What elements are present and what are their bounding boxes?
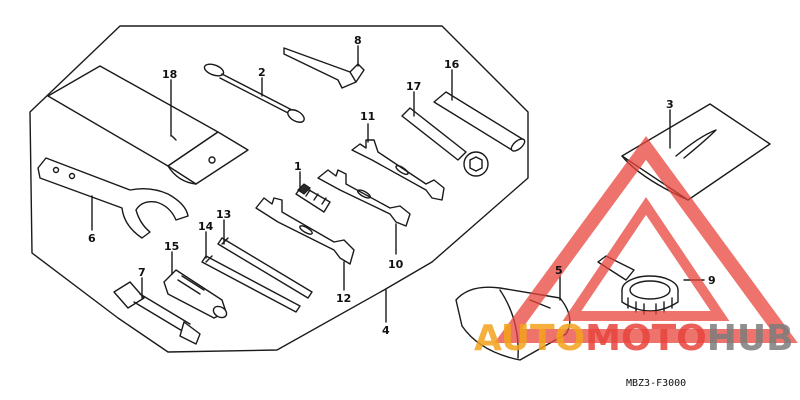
callout-1: 1 <box>294 160 302 173</box>
callout-13: 13 <box>216 208 231 221</box>
hex-key <box>283 47 365 89</box>
tire-gauge <box>597 255 679 315</box>
watermark-part-moto: MOTO <box>585 318 707 359</box>
extension-bar <box>113 281 201 345</box>
callout-15: 15 <box>164 240 179 253</box>
watermark-part-hub: HUB <box>707 318 794 359</box>
watermark-triangle <box>494 136 798 343</box>
callout-17: 17 <box>406 80 421 93</box>
screwdriver-handle <box>163 269 228 319</box>
callout-16: 16 <box>444 58 460 71</box>
tool-bar <box>203 63 305 123</box>
open-wrench-11 <box>351 139 445 201</box>
pin-spanner <box>37 157 189 239</box>
callout-7: 7 <box>138 266 146 279</box>
tool-pouch <box>47 65 249 185</box>
callout-12: 12 <box>336 292 351 305</box>
callout-18: 18 <box>162 68 177 81</box>
watermark-part-auto: AUTO <box>474 318 585 359</box>
callout-2: 2 <box>258 66 266 79</box>
tool-bag-outline <box>29 25 529 353</box>
box-wrench <box>401 107 489 177</box>
open-wrench-10 <box>317 169 411 227</box>
screwdriver-shaft-14 <box>201 255 301 313</box>
callout-14: 14 <box>198 220 214 233</box>
callout-6: 6 <box>88 232 96 245</box>
tool-rod <box>433 91 526 152</box>
callout-3: 3 <box>666 98 674 111</box>
wrench-bit <box>295 183 331 213</box>
callout-9: 9 <box>708 274 716 287</box>
callout-10: 10 <box>388 258 404 271</box>
screwdriver-shaft-13 <box>217 237 313 299</box>
open-wrench-12 <box>255 197 355 265</box>
diagram-code: MBZ3-F3000 <box>626 378 686 389</box>
callout-5: 5 <box>555 264 563 277</box>
callout-11: 11 <box>360 110 375 123</box>
watermark-text: AUTOMOTOHUB <box>474 318 794 359</box>
callout-4: 4 <box>382 324 390 337</box>
callout-8: 8 <box>354 34 362 47</box>
